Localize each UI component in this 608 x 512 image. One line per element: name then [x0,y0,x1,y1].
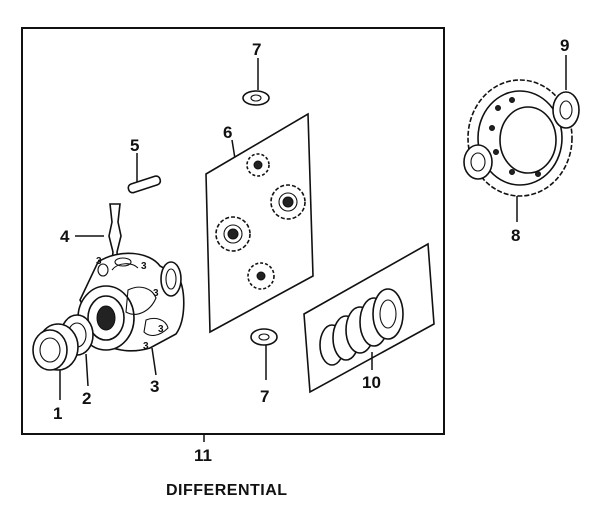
callout-1: 1 [53,404,62,423]
callout-6: 6 [223,123,232,142]
assembly-frame [21,27,445,435]
case-mark: 3 [141,261,147,272]
callout-11: 11 [194,446,212,465]
side-bearing [32,323,79,400]
side-gear [246,153,270,177]
ring-gear-bearing [552,55,580,129]
callout-10: 10 [362,373,381,392]
differential-case: 3 3 3 3 3 [77,252,185,376]
callout-2: 2 [82,389,91,408]
pinion-gear [215,216,251,252]
callout-8: 8 [511,226,520,245]
callout-4: 4 [60,227,70,246]
case-mark: 3 [153,288,159,299]
clutch-pack-panel [303,242,435,394]
case-mark: 3 [143,341,149,352]
callout-7-lower: 7 [260,387,269,406]
pinion-shaft-pin [127,153,162,194]
case-mark: 3 [96,256,102,267]
callout-5: 5 [130,136,139,155]
callout-9: 9 [560,36,569,55]
side-bearing-right [463,144,493,180]
thrust-washer-lower [250,328,278,380]
case-mark: 3 [158,324,164,335]
diagram-title: DIFFERENTIAL [166,482,288,499]
gear-set-panel [205,112,314,334]
callout-7-upper: 7 [252,40,261,59]
thrust-washer-upper [242,58,270,106]
ring-gear [467,79,573,222]
pinion-gear [247,262,275,290]
side-gear [270,184,306,220]
callout-3: 3 [150,377,159,396]
